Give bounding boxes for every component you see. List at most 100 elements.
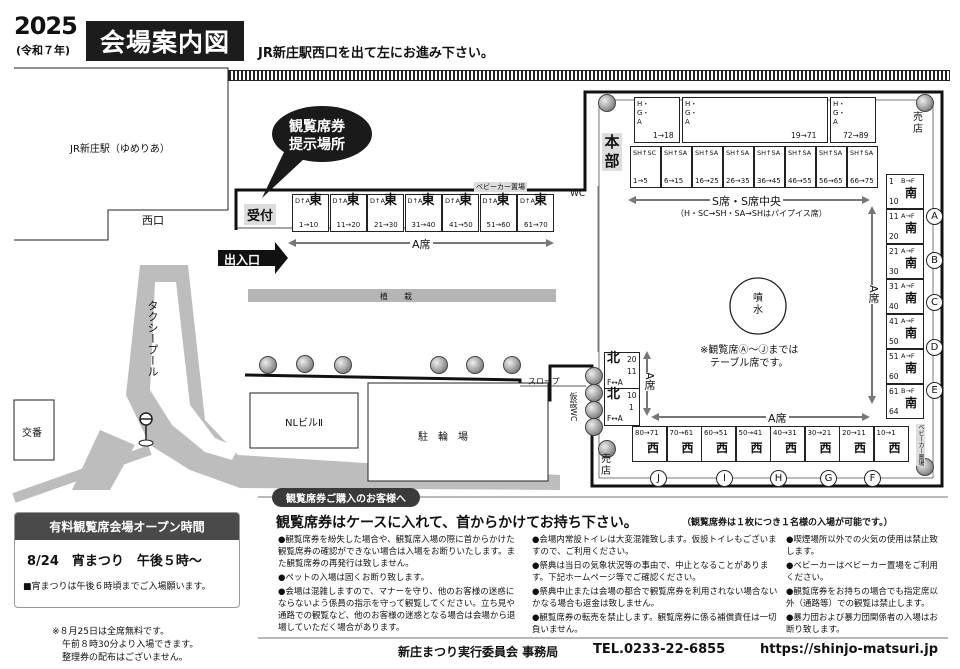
west-seat-range: 70→61 xyxy=(669,429,694,437)
west-seat-range: 50→41 xyxy=(738,429,763,437)
ticket-check-label-2: 提示場所 xyxy=(289,137,345,153)
notice-item: ●会場内常設トイレは大変混雑致します。仮設トイレもございますので、ご利用ください… xyxy=(532,535,777,557)
a-seat-label-bottom: A席 xyxy=(766,410,789,426)
website-link[interactable]: https://shinjo-matsuri.jp xyxy=(760,642,939,657)
block-letter-d: D xyxy=(926,335,943,356)
seat-section-hga: H・G・A 1→18 xyxy=(634,97,680,143)
s-seat-label: S席・S席中央 xyxy=(710,193,783,209)
opening-hours-box: 有料観覧席会場オープン時間 8/24 宵まつり 午後５時～ ■宵まつりは午後６時… xyxy=(14,512,240,608)
s-seat-section-label: SH↑SA xyxy=(757,149,781,157)
notice-item: ●ベビーカーはベビーカー置場をご利用ください。 xyxy=(786,561,938,583)
north-seat-section: 北 20 F↔A 11 xyxy=(604,352,640,390)
west-label: 西 xyxy=(888,441,901,455)
s-seat-section-label: SH↑SA xyxy=(695,149,719,157)
east-label: 東 xyxy=(459,193,473,208)
temp-wc-label: 仮設WC xyxy=(569,392,578,422)
reception-label: 受付 xyxy=(244,204,277,225)
west-seat-section: 30→21 西 xyxy=(804,426,840,462)
block-letter-f: F xyxy=(864,466,881,487)
west-label: 西 xyxy=(647,441,660,455)
notice-item: ●観覧席券を紛失した場合や、観覧席入場の際に首からかけた観覧席券の確認ができない… xyxy=(278,535,516,569)
notice-item: ●喫煙場所以外での火気の使用は禁止致します。 xyxy=(786,535,938,557)
notice-item: ●観覧席券の転売を禁止します。観覧席券に係る補償責任は一切負いません。 xyxy=(532,613,777,635)
tree-icon xyxy=(585,384,603,402)
south-seat-mid: A→F xyxy=(901,247,915,255)
south-seat-bottom: 40 xyxy=(889,302,899,311)
block-letter-c: C xyxy=(926,290,943,311)
notice-item: ●暴力団および暴力団関係者の入場はお断り致します。 xyxy=(786,613,938,635)
south-label: 南 xyxy=(905,291,918,305)
s-seat-section-label: SH↑SC xyxy=(633,149,657,157)
stroller-area-label-right: ベビーカー置場 xyxy=(916,424,925,466)
block-letter-e: E xyxy=(926,378,943,399)
table-seat-note: ※観覧席Ⓐ～Ⓙまでは テーブル席です。 xyxy=(700,345,799,369)
south-seat-mid: B→F xyxy=(901,177,915,185)
south-seat-top: 41 xyxy=(889,317,899,326)
s-seat-section-range: 36→45 xyxy=(757,177,781,185)
notice-item: ●会場は混雑しますので、マナーを守り、他のお客様の迷惑にならないよう係員の指示を… xyxy=(278,587,516,633)
west-seat-range: 20→11 xyxy=(842,429,866,437)
tree-icon xyxy=(598,94,616,112)
notice-tab: 観覧席券ご購入のお客様へ xyxy=(272,488,420,507)
s-seat-note: （H・SC→SH・SA→SHはパイプイス席） xyxy=(676,209,827,218)
directions: JR新庄駅西口を出て左にお進み下さい。 xyxy=(258,46,494,61)
s-seat-section-range: 1→5 xyxy=(633,177,648,185)
tree-icon xyxy=(585,401,603,419)
block-letter-g: G xyxy=(820,466,837,487)
west-exit-label: 西口 xyxy=(142,214,164,227)
notice-headline-small: （観覧席券は１枚につき１名様の入場が可能です。） xyxy=(682,518,893,528)
planting-label: 植 栽 xyxy=(380,292,412,301)
west-seat-range: 80→71 xyxy=(635,429,659,437)
west-seat-range: 10→1 xyxy=(876,429,896,437)
south-seat-top: 21 xyxy=(889,247,899,256)
s-seat-section-label: SH↑SA xyxy=(726,149,750,157)
page-title: 会場案内図 xyxy=(86,21,244,61)
east-seat-section-range: 31→40 xyxy=(411,221,436,229)
east-seat-section-range: 21→30 xyxy=(374,221,398,229)
east-seat-section-range: 41→50 xyxy=(449,221,473,229)
west-seat-section: 10→1 西 xyxy=(873,426,909,462)
east-seat-section-label: D↑A xyxy=(445,197,460,205)
west-seat-range: 30→21 xyxy=(807,429,832,437)
free-note-2: 午前８時30分より入場できます。 xyxy=(62,640,199,650)
a-seat-label-north: A席 xyxy=(641,372,657,391)
south-label: 南 xyxy=(905,396,918,410)
free-note-3: 整理券の配布はございません。 xyxy=(62,653,188,663)
notice-item: ●ペットの入場は固くお断り致します。 xyxy=(278,573,430,583)
east-label: 東 xyxy=(421,193,435,208)
west-seat-section: 80→71 西 xyxy=(632,426,667,462)
west-label: 西 xyxy=(819,441,832,455)
notice-item: ●祭典は当日の気象状況等の事由で、中止となることがあります。下記ホームページ等で… xyxy=(532,561,769,583)
tree-icon xyxy=(598,440,616,458)
opening-hours-title: 有料観覧席会場オープン時間 xyxy=(15,513,239,540)
east-seat-section-label: D↑A xyxy=(407,197,423,205)
south-seat-bottom: 64 xyxy=(889,407,899,416)
s-seat-section: SH↑SC 1→5 xyxy=(630,146,661,188)
east-seat-section-range: 1→10 xyxy=(299,221,319,229)
south-seat-bottom: 10 xyxy=(889,197,899,206)
east-seat-section-label: D↑A xyxy=(482,197,498,205)
tree-icon xyxy=(916,94,934,112)
organizer: 新庄まつり実行委員会 事務局 xyxy=(398,645,559,659)
tree-icon xyxy=(334,356,352,374)
station-label: JR新庄駅（ゆめりあ） xyxy=(70,144,170,155)
block-letter-i-real: I xyxy=(716,466,733,487)
nl-building-label: NLビルⅡ xyxy=(285,418,323,429)
south-seat-mid: A→F xyxy=(901,212,915,220)
wc-label: WC xyxy=(570,189,586,199)
shop-label-bottom: 売店 xyxy=(601,454,611,477)
notice-headline: 観覧席券はケースに入れて、首からかけてお持ち下さい。 xyxy=(276,515,638,531)
south-seat-bottom: 50 xyxy=(889,337,899,346)
stroller-area-label: ベビーカー置場 xyxy=(474,182,527,192)
